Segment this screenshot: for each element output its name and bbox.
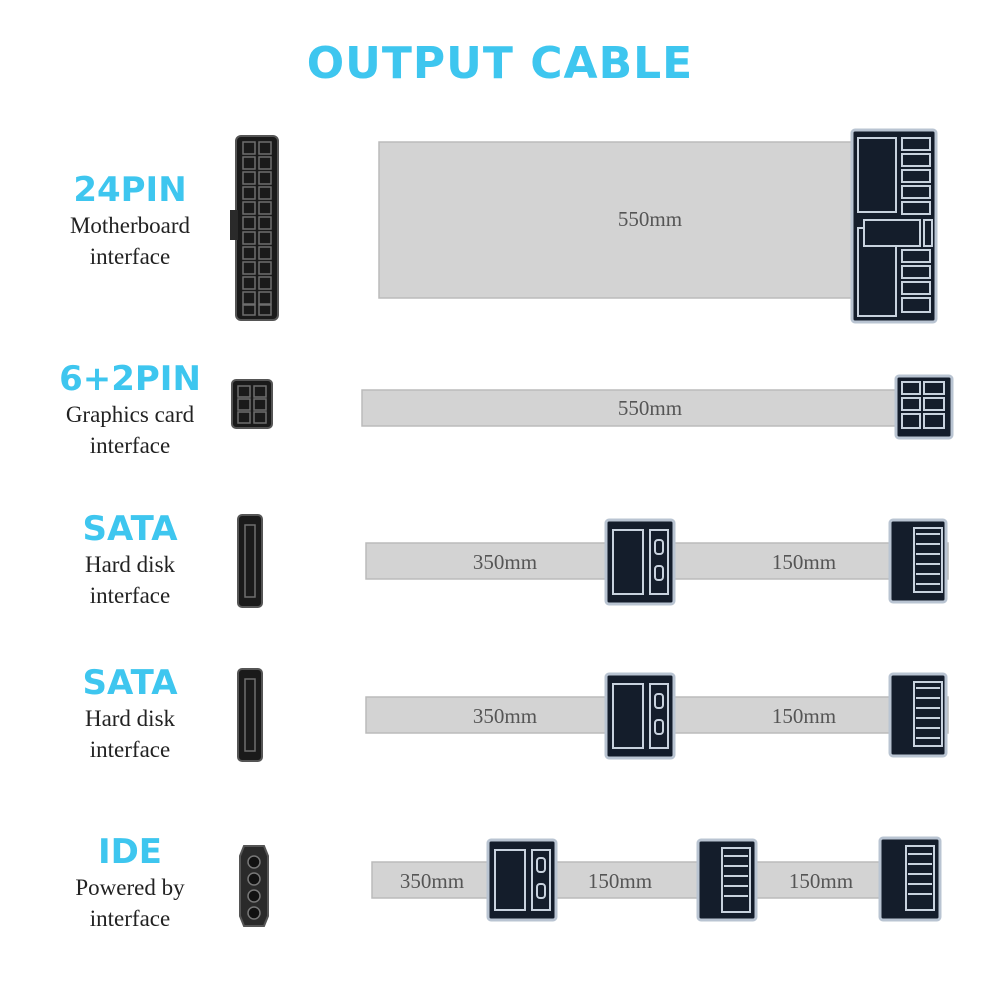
cable-name: SATA xyxy=(82,509,178,549)
cable-label-sata-2: SATA Hard disk interface xyxy=(20,663,240,765)
cable-name: 6+2PIN xyxy=(59,359,201,399)
cable-length-label: 350mm xyxy=(400,869,464,893)
cable-desc-line1: Graphics card xyxy=(65,402,195,427)
molex-ide-connector-icon xyxy=(239,845,269,927)
sata-plug-icon xyxy=(604,518,676,606)
cable-length-label: 150mm xyxy=(772,704,836,728)
cable-desc-line1: Powered by xyxy=(75,875,185,900)
sata-end-plug-icon xyxy=(888,518,948,604)
cable-length-label: 150mm xyxy=(772,550,836,574)
cable-desc-line1: Hard disk xyxy=(84,552,176,577)
cable-desc-line2: interface xyxy=(89,433,171,458)
cable-body xyxy=(378,141,855,299)
cable-length-label: 350mm xyxy=(473,550,537,574)
cable-length-label: 150mm xyxy=(588,869,652,893)
pcie-6-2pin-connector-icon xyxy=(231,379,273,429)
cable-label-sata-1: SATA Hard disk interface xyxy=(20,509,240,611)
atx-24pin-plug-icon xyxy=(850,128,938,324)
cable-name: SATA xyxy=(82,663,178,703)
cable-length-label: 550mm xyxy=(618,396,682,420)
cable-length-label: 150mm xyxy=(789,869,853,893)
cable-label-6-2pin: 6+2PIN Graphics card interface xyxy=(20,359,240,461)
sata-connector-icon xyxy=(237,668,263,762)
cable-label-24pin: 24PIN Motherboard interface xyxy=(20,170,240,272)
sata-plug-icon xyxy=(696,838,758,922)
cable-length-label: 550mm xyxy=(618,207,682,231)
cable-desc-line2: interface xyxy=(89,244,171,269)
molex-plug-icon xyxy=(486,838,558,922)
cable-label-ide: IDE Powered by interface xyxy=(20,832,240,934)
sata-plug-icon xyxy=(604,672,676,760)
sata-end-plug-icon xyxy=(888,672,948,758)
cable-desc-line2: interface xyxy=(89,737,171,762)
page-title: OUTPUT CABLE xyxy=(306,38,694,89)
atx-24pin-connector-icon xyxy=(230,135,279,321)
sata-end-plug-icon xyxy=(878,836,942,922)
pcie-6-2pin-plug-icon xyxy=(894,374,954,440)
sata-connector-icon xyxy=(237,514,263,608)
cable-desc-line2: interface xyxy=(89,906,171,931)
cable-body xyxy=(371,861,939,899)
cable-body xyxy=(361,389,899,427)
cable-desc-line2: interface xyxy=(89,583,171,608)
cable-desc-line1: Hard disk xyxy=(84,706,176,731)
cable-length-label: 350mm xyxy=(473,704,537,728)
cable-name: IDE xyxy=(97,832,163,872)
cable-desc-line1: Motherboard xyxy=(69,213,191,238)
cable-name: 24PIN xyxy=(73,170,187,210)
